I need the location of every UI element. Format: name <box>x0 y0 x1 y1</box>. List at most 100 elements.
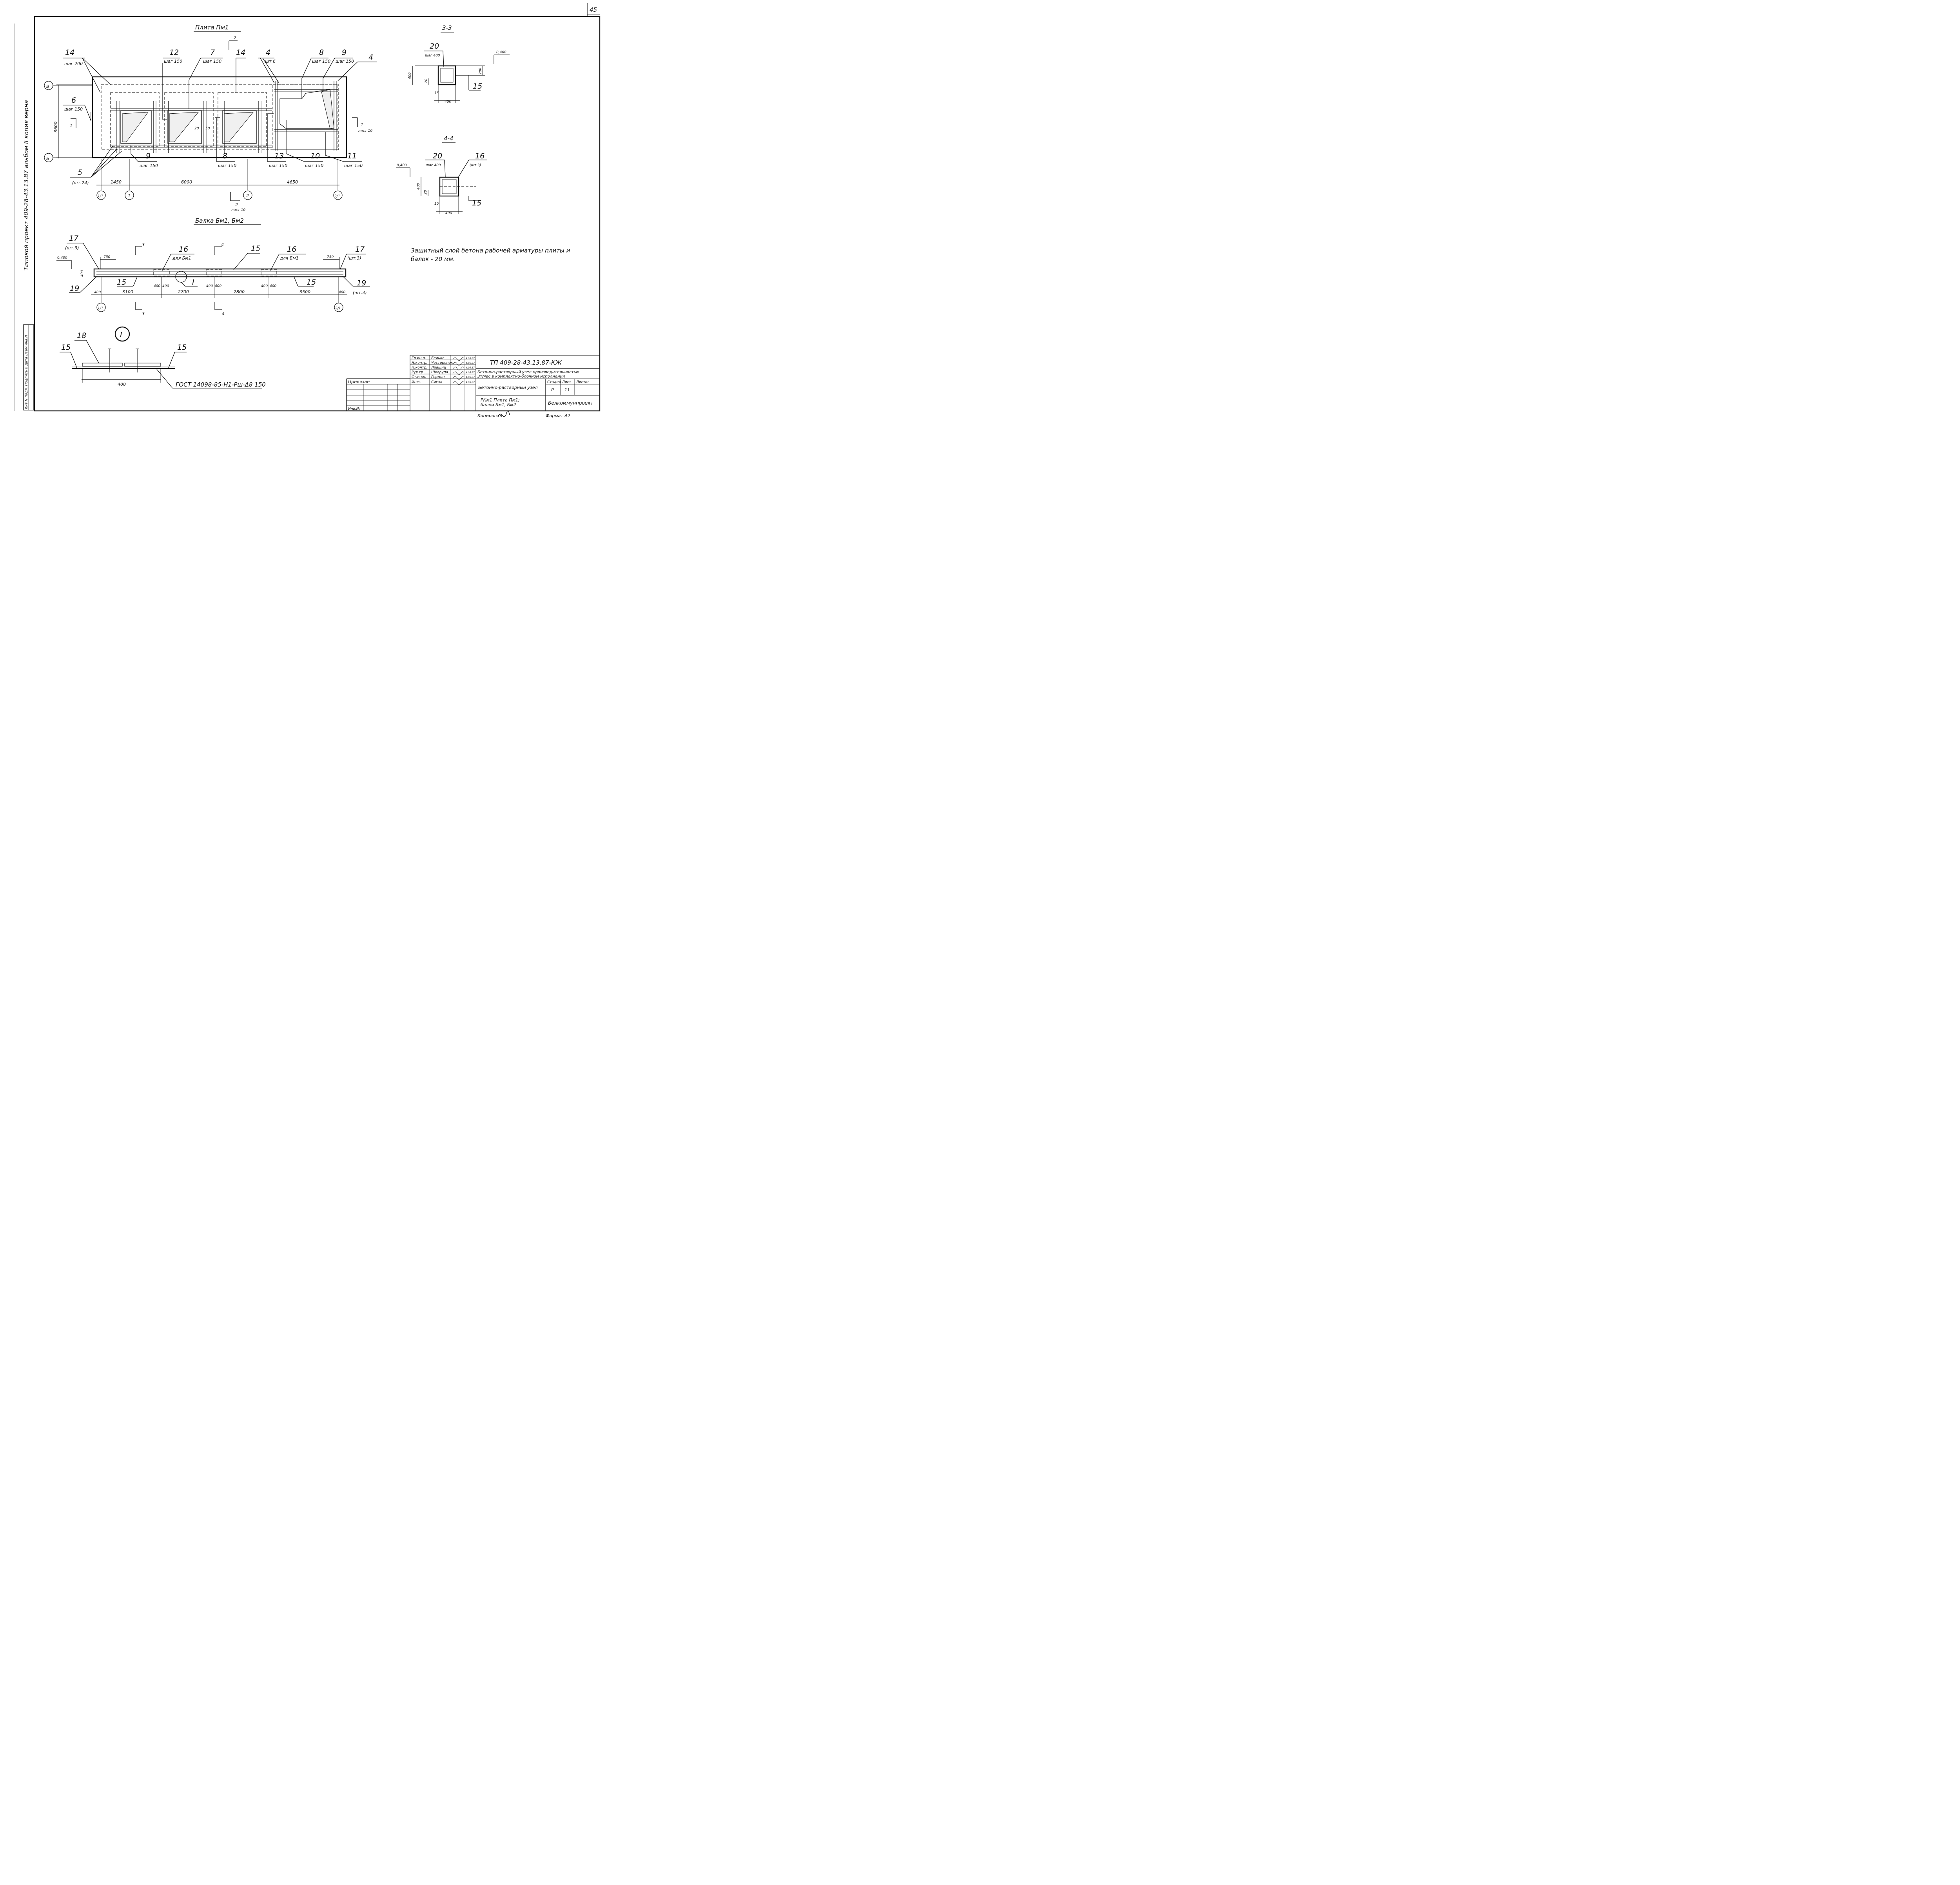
beam-dim-b10: 3500 <box>299 289 310 294</box>
slab-callout-9a: 9 <box>342 48 347 57</box>
tb-role-1: Н.контр. <box>412 361 427 365</box>
section-3-3-title: 3-3 <box>442 24 452 31</box>
general-note: Защитный слой бетона рабочей арматуры пл… <box>411 247 572 263</box>
slab-callout-4a: 4 <box>266 48 270 57</box>
tb-role-4: Ст.инж. <box>412 375 426 379</box>
axis-2-1-label: 2/1 <box>334 194 340 198</box>
axis-1-label: 1 <box>128 193 131 198</box>
slab-dim-height: 3600 <box>53 122 58 133</box>
s33-dim-c2: 15 <box>434 91 439 95</box>
tb-object: Бетонно-растворный узел <box>478 385 538 390</box>
slab-callout-11: 11 <box>347 152 357 160</box>
detail-callout-15b: 15 <box>177 343 187 352</box>
detail-callout-15a: 15 <box>61 343 71 352</box>
s44-callout-16-sub: (шт.3) <box>470 163 481 167</box>
slab-callout-8a-sub: шаг 150 <box>312 59 330 64</box>
beam-section-4-bottom: 4 <box>222 311 225 316</box>
section-2-top: 2 <box>234 35 236 40</box>
note-line-2: балок - 20 мм. <box>411 256 455 263</box>
slab-callout-6: 6 <box>71 96 76 105</box>
section-4-4-title: 4-4 <box>444 135 454 142</box>
axis-bubble-2 <box>243 191 252 200</box>
beam-dim-750a: 750 <box>103 255 110 259</box>
beam-callout-19b-sub: (шт.3) <box>353 290 367 295</box>
beam-callout-16b: 16 <box>287 245 296 254</box>
slab-callout-8a: 8 <box>319 48 324 57</box>
side-stamp: Инв.N подл. Подпись и дата Взам.инв.N <box>23 324 34 410</box>
side-label: Типовой проект 409-28-43.13.87 альбом II… <box>23 100 30 271</box>
beam-dim-b4: 2700 <box>178 289 189 294</box>
s44-dim-w: 400 <box>445 211 452 215</box>
s44-dim-c2: 15 <box>434 202 439 206</box>
tb-description-1: Бетонно-растворный узел производительнос… <box>477 370 579 374</box>
note-text: Защитный слой бетона рабочей арматуры пл… <box>411 247 572 263</box>
beam-axis-1-1: 1/1 <box>98 307 103 311</box>
beam-height: 400 <box>80 270 84 277</box>
beam-dim-b2: 400 <box>154 284 160 288</box>
tb-inv: Инв.N: <box>348 407 360 411</box>
tb-sheet: 11 <box>564 387 570 392</box>
tb-stage-label: Стадия <box>547 380 561 384</box>
beam-dim-b6: 400 <box>215 284 221 288</box>
detail-I: I 18 15 15 400 ГОСТ 14098-85-Н1-Рш-Δ8 15… <box>60 326 266 389</box>
section-1-sheet: лист 10 <box>358 129 372 133</box>
tb-role-2: Н.контр. <box>412 366 427 370</box>
beam-callout-I: I <box>192 278 194 287</box>
section-2-sheet: лист 10 <box>231 208 245 212</box>
beam-axis-2-1: 2/1 <box>335 307 341 311</box>
beam-dim-750b: 750 <box>327 255 334 259</box>
s33-level: 0,400 <box>496 51 506 54</box>
side-stamp-text: Инв.N подл. Подпись и дата Взам.инв.N <box>25 335 29 409</box>
beam-title: Балка Бм1, Бм2 <box>195 217 244 224</box>
detail-note: ГОСТ 14098-85-Н1-Рш-Δ8 150 <box>176 381 266 388</box>
slab-dim-6000: 6000 <box>181 180 192 185</box>
signature-marks <box>453 357 510 417</box>
beam-callout-15c: 15 <box>307 278 316 287</box>
slab-dim-4650: 4650 <box>287 180 298 185</box>
beam-callout-17b: 17 <box>355 245 365 254</box>
beam-callout-19b: 19 <box>357 279 366 287</box>
tb-name-1: Честоренок <box>431 361 453 365</box>
s33-dim-w: 400 <box>445 100 451 104</box>
beam-callout-16b-sub: для Бм1 <box>279 256 299 261</box>
section-2-bottom: 2 <box>235 202 238 207</box>
detail-I-circle <box>114 326 130 342</box>
slab-callout-9b: 9 <box>146 152 151 160</box>
beam-callout-15a: 15 <box>251 244 260 253</box>
beam-dim-b11: 400 <box>339 291 345 294</box>
beam-section-3-top: 3 <box>142 242 145 247</box>
s44-dim-h: 400 <box>417 183 421 190</box>
beam-axis-bubble-1-1 <box>96 303 106 312</box>
slab-callout-14b: 14 <box>236 48 245 57</box>
tb-sheets-label: Листов <box>576 380 590 384</box>
tb-date-3: 4.06.87 <box>466 371 475 374</box>
slab-callout-4a-sub: шт 6 <box>265 59 276 64</box>
s44-callout-16: 16 <box>475 152 485 160</box>
slab-callout-13: 13 <box>274 152 284 160</box>
slab-callout-4b: 4 <box>368 53 373 62</box>
s33-dim-c1: 20 <box>425 78 428 83</box>
drawing-sheet: 45 Типовой проект 409-28-43.13.87 альбом… <box>14 3 601 418</box>
beam-callout-17a-sub: (шт.3) <box>65 245 79 251</box>
beam-elevation: Балка Бм1, Бм2 0,400 400 17 (шт.3) 16 дл… <box>56 217 370 316</box>
s33-callout-20-sub: шаг 400 <box>425 54 440 58</box>
tb-date-1: 4.06.87 <box>466 362 475 365</box>
tb-code: ТП 409-28-43.13.87-КЖ <box>490 359 562 366</box>
beam-axis-bubble-2-1 <box>334 303 343 312</box>
slab-title: Плита Пм1 <box>195 24 229 31</box>
tb-format: Формат А2 <box>546 413 570 418</box>
beam-callout-16a-sub: для Бм1 <box>172 256 191 261</box>
slab-callout-5: 5 <box>78 168 82 177</box>
tb-sheet-label: Лист <box>562 380 572 384</box>
beam-level: 0,400 <box>57 256 67 260</box>
page-number: 45 <box>590 6 597 13</box>
s33-dim-h2: 200 <box>479 68 483 74</box>
slab-callout-14a-sub: шаг 200 <box>64 61 83 66</box>
s44-callout-20-sub: шаг 400 <box>426 163 441 167</box>
s44-bar-15: 15 <box>472 199 481 207</box>
tb-org: Белкоммунпроект <box>548 400 593 406</box>
slab-callout-12-sub: шаг 150 <box>164 59 182 64</box>
detail-dim-400: 400 <box>118 382 126 387</box>
note-line-1: Защитный слой бетона рабочей арматуры пл… <box>411 247 570 254</box>
slab-callout-10: 10 <box>310 152 320 160</box>
